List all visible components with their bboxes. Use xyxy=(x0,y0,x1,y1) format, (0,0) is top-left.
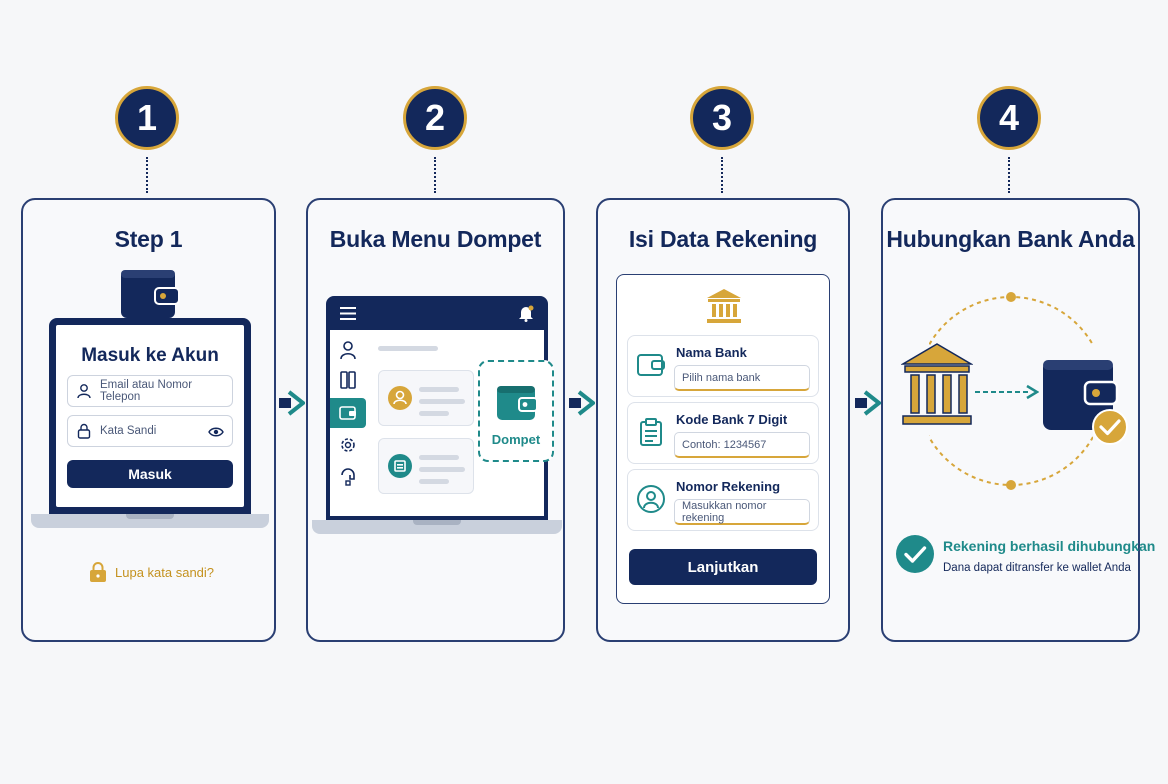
step-3-badge: 3 xyxy=(690,86,754,150)
wallet-menu-highlight[interactable]: Dompet xyxy=(478,360,554,462)
wallet-icon xyxy=(637,354,665,376)
bank-form-panel: Nama Bank Pilih nama bank Kode Bank 7 Di… xyxy=(616,274,830,604)
placeholder-bar xyxy=(378,346,438,351)
success-message: Rekening berhasil dihubungkan Dana dapat… xyxy=(895,532,1155,582)
bank-icon xyxy=(901,343,973,425)
password-placeholder: Kata Sandi xyxy=(100,425,157,437)
step-4-title: Hubungkan Bank Anda xyxy=(886,226,1135,252)
sidebar-active-indicator xyxy=(330,398,366,428)
bank-code-label: Kode Bank 7 Digit xyxy=(676,412,788,427)
login-screen: Masuk ke Akun Email atau Nomor Telepon K… xyxy=(56,325,244,507)
bank-name-label: Nama Bank xyxy=(676,345,747,360)
step-4-badge: 4 xyxy=(977,86,1041,150)
success-subtitle: Dana dapat ditransfer ke wallet Anda xyxy=(943,562,1131,574)
account-user-icon xyxy=(637,485,665,513)
password-field[interactable]: Kata Sandi xyxy=(67,415,233,447)
arrow-right-icon xyxy=(279,390,305,416)
app-header xyxy=(330,296,544,330)
forgot-password-label: Lupa kata sandi? xyxy=(115,564,215,580)
account-number-row: Nomor Rekening Masukkan nomor rekening xyxy=(627,469,819,531)
step-1-title: Step 1 xyxy=(114,226,183,252)
bank-code-row: Kode Bank 7 Digit Contoh: 1234567 xyxy=(627,402,819,464)
step-2-card: Buka Menu Dompet xyxy=(306,198,565,642)
step-3-card: Isi Data Rekening Nama Bank Pilih nama b… xyxy=(596,198,850,642)
user-badge-icon xyxy=(388,386,412,410)
step-3-title: Isi Data Rekening xyxy=(628,226,818,252)
email-placeholder: Email atau Nomor Telepon xyxy=(100,379,193,403)
eye-icon[interactable] xyxy=(208,424,224,440)
support-icon[interactable] xyxy=(338,467,358,487)
laptop-frame xyxy=(326,296,548,520)
forgot-password-link[interactable]: Lupa kata sandi? xyxy=(89,562,214,582)
success-check-icon xyxy=(896,535,934,573)
continue-button[interactable]: Lanjutkan xyxy=(629,549,817,585)
transfer-arrow-icon xyxy=(975,384,1039,400)
check-badge-icon xyxy=(1092,409,1128,445)
document-icon[interactable] xyxy=(338,370,358,390)
wallet-icon[interactable] xyxy=(338,403,358,423)
login-title: Masuk ke Akun xyxy=(81,345,219,366)
list-item[interactable] xyxy=(378,370,474,426)
arrow-right-icon xyxy=(569,390,595,416)
laptop-base xyxy=(31,514,269,528)
profile-icon[interactable] xyxy=(338,340,358,360)
step-2-badge: 2 xyxy=(403,86,467,150)
list-item[interactable] xyxy=(378,438,474,494)
settings-gear-icon[interactable] xyxy=(338,435,358,455)
user-icon xyxy=(77,384,91,399)
step-1-connector xyxy=(146,157,148,193)
success-title: Rekening berhasil dihubungkan xyxy=(943,538,1156,554)
step-1-card: Step 1 Masuk ke Akun Email atau Nomor Te… xyxy=(21,198,276,642)
wallet-icon xyxy=(121,270,180,318)
step-4-card: Hubungkan Bank Anda Rekening berhasil di… xyxy=(881,198,1155,642)
email-field[interactable]: Email atau Nomor Telepon xyxy=(67,375,233,407)
arrow-right-icon xyxy=(855,390,881,416)
bell-icon[interactable] xyxy=(518,305,534,322)
connection-loop-graphic xyxy=(929,292,1093,490)
wallet-icon xyxy=(497,386,538,420)
account-number-label: Nomor Rekening xyxy=(676,479,781,494)
step-3-connector xyxy=(721,157,723,193)
wallet-menu-label: Dompet xyxy=(491,432,541,447)
login-button[interactable]: Masuk xyxy=(67,460,233,488)
step-2-title: Buka Menu Dompet xyxy=(329,226,542,252)
bank-name-row: Nama Bank Pilih nama bank xyxy=(627,335,819,397)
bank-name-select[interactable]: Pilih nama bank xyxy=(674,365,810,391)
bank-icon xyxy=(707,289,741,323)
step-1-badge: 1 xyxy=(115,86,179,150)
account-number-input[interactable]: Masukkan nomor rekening xyxy=(674,499,810,525)
lock-icon xyxy=(77,423,91,439)
wallet-icon xyxy=(1043,360,1119,430)
bank-code-input[interactable]: Contoh: 1234567 xyxy=(674,432,810,458)
step-4-connector xyxy=(1008,157,1010,193)
clipboard-icon xyxy=(640,418,662,446)
padlock-icon xyxy=(90,562,106,582)
hamburger-menu-icon[interactable] xyxy=(340,307,356,320)
laptop-base xyxy=(312,520,562,534)
card-badge-icon xyxy=(388,454,412,478)
step-2-connector xyxy=(434,157,436,193)
laptop-frame: Masuk ke Akun Email atau Nomor Telepon K… xyxy=(49,318,251,514)
